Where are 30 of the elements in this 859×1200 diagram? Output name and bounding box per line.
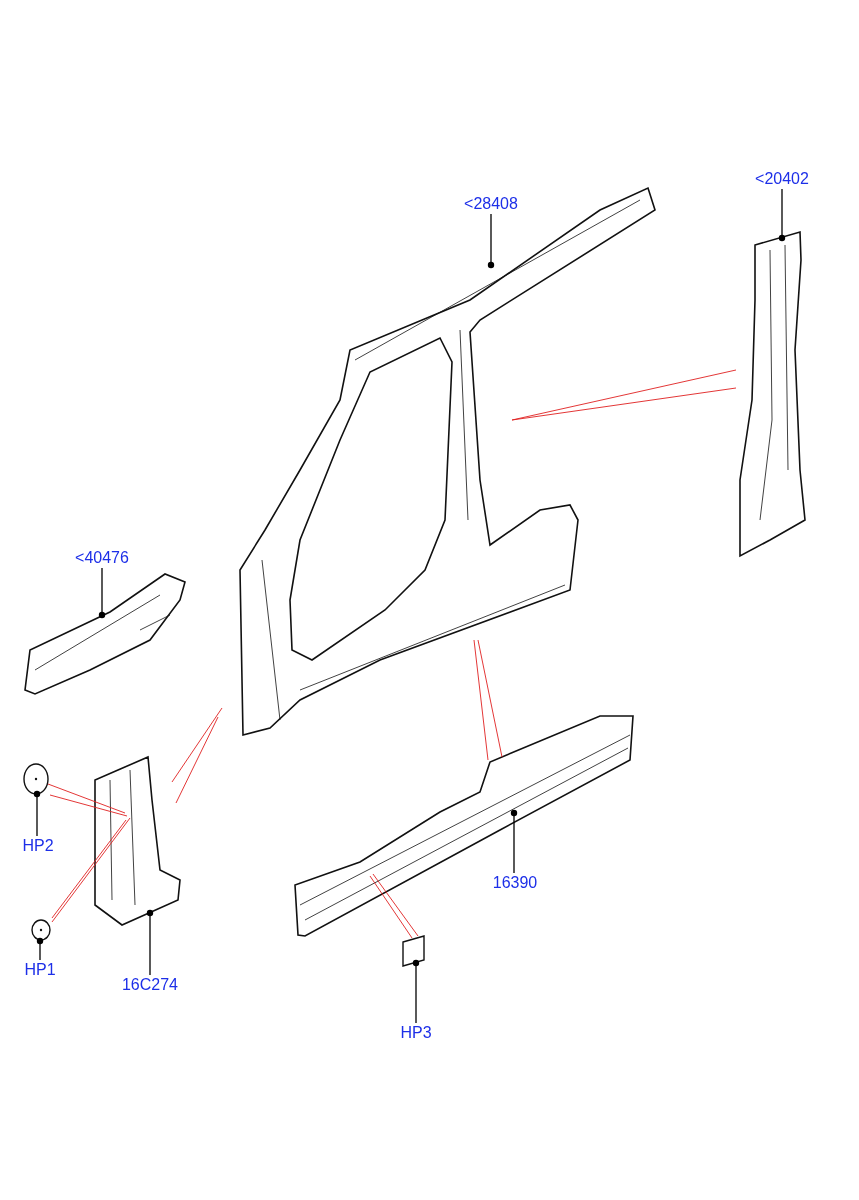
part-number-label: 16390	[482, 873, 548, 893]
patch-drawing	[400, 934, 428, 968]
leader-line	[33, 790, 41, 837]
reference-line	[369, 875, 413, 939]
part-number-label: <40476	[64, 548, 140, 568]
reference-line	[171, 707, 223, 783]
leader-line	[510, 809, 518, 874]
reference-line	[49, 794, 128, 817]
reference-line	[511, 387, 737, 421]
part-number-label: <20402	[745, 169, 819, 189]
reference-line	[175, 716, 219, 804]
part-number-label: <28408	[452, 194, 530, 214]
leader-line	[487, 213, 495, 269]
leader-line	[98, 567, 106, 619]
leader-line	[412, 959, 420, 1024]
reference-line	[477, 639, 503, 758]
reference-line	[47, 783, 126, 814]
disc-plug-drawing	[22, 762, 50, 796]
pillar-panel-drawing	[736, 230, 808, 560]
lower-pillar-drawing	[92, 755, 182, 927]
part-number-label: HP3	[395, 1023, 437, 1043]
reference-line	[372, 873, 419, 937]
disc-plug-drawing	[30, 918, 52, 942]
part-number-label: HP2	[17, 836, 59, 856]
leader-line	[778, 188, 786, 242]
leader-line	[36, 937, 44, 961]
reference-line	[473, 639, 489, 761]
part-number-label: 16C274	[110, 975, 190, 995]
part-number-label: HP1	[19, 960, 61, 980]
leader-line	[146, 909, 154, 976]
